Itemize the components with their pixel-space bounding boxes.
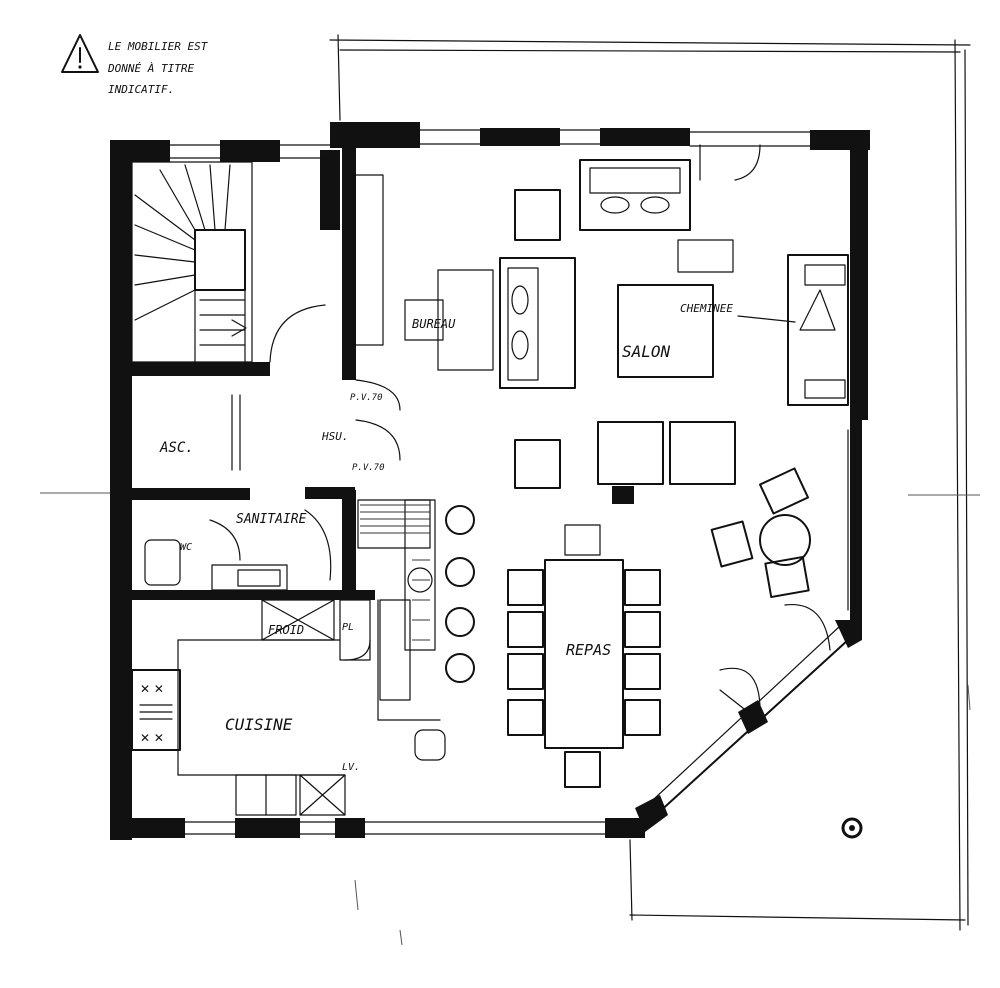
entry-doors [719,603,831,713]
shelf-icon [354,174,384,346]
repas-label: REPAS [566,641,611,659]
bar-stool-icon [445,607,475,637]
window-marks [169,129,849,611]
dining-table-icon [544,559,624,749]
froid-label: FROID [268,623,304,637]
svg-text:✕ ✕: ✕ ✕ [140,682,164,696]
asc-label: ASC. [159,440,194,456]
terrace-outline [329,34,971,931]
note-line-2: DONNÉ À TITRE [107,62,194,75]
chair-icon [759,467,809,515]
round-table-area [710,467,811,599]
wc-label: WC [180,542,192,553]
kitchen: ✕ ✕ ✕ ✕ FROID PL CUISINE LV. [131,599,371,816]
kitchen-island [357,499,475,761]
salon-label: SALON [622,342,671,361]
staircase [131,161,326,363]
sofa-top-icon [579,159,691,231]
round-table-icon [759,514,811,566]
pv70-bottom-label: P.V.70 [352,463,385,473]
bureau-label: BUREAU [412,317,456,331]
pv70-top-label: P.V.70 [350,393,383,403]
salon-area: SALON CHEMINEE [514,144,849,504]
armchair-icon [514,439,561,489]
chair-icon [624,699,661,736]
stove-icon [131,669,181,751]
desk-icon [437,269,494,371]
sanitaire-label: SANITAIRE [236,512,307,527]
chair-icon [507,569,544,606]
cheminee-label: CHEMINEE [680,302,733,315]
svg-text:✕ ✕: ✕ ✕ [140,731,164,745]
note-line-3: INDICATIF. [108,83,174,96]
warning-note: LE MOBILIER EST DONNÉ À TITRE INDICATIF. [61,34,209,96]
sofa-icon [499,257,576,389]
cuisine-label: CUISINE [225,715,293,734]
armchair-icon [669,421,736,485]
armchair-icon [597,421,664,485]
lv-label: LV. [342,762,360,773]
sanitary-area: WC SANITAIRE [144,509,332,591]
hall-doors: P.V.70 HSU. P.V.70 [321,379,401,473]
chair-icon [507,611,544,648]
chair-icon [507,653,544,690]
outer-walls [110,122,870,840]
elevator: ASC. [159,394,241,471]
chair-icon [710,520,754,568]
toilet-icon [144,539,181,586]
chair-icon [764,555,810,599]
fireplace-icon [787,254,849,406]
repas-area: REPAS [507,524,661,788]
chair-icon [507,699,544,736]
warning-triangle-icon [61,34,99,73]
chair-icon [564,524,601,556]
coffee-table-icon [617,284,714,378]
note-line-1: LE MOBILIER EST [108,40,209,53]
terrace-post-icon [841,817,863,839]
chair-icon [624,569,661,606]
hsu-label: HSU. [321,430,349,443]
side-table-icon [677,239,734,273]
bureau-area: BUREAU [354,174,576,389]
bar-stool-icon [445,557,475,587]
pl-label: PL [342,622,354,633]
bar-stool-icon [445,505,475,535]
chair-icon [624,653,661,690]
bar-stool-icon [445,653,475,683]
armchair-icon [514,189,561,241]
chair-icon [564,751,601,788]
chair-icon [624,611,661,648]
sketch-marks [40,492,980,946]
